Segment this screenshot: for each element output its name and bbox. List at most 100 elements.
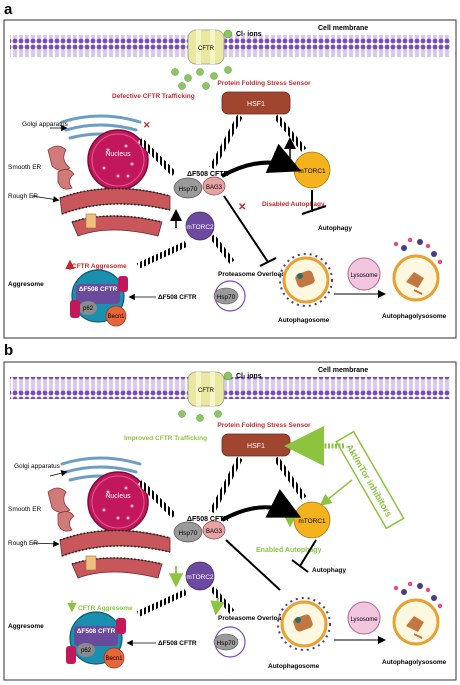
panel-a: a Cell membrane CFTR Cl- ions Defective … [3, 1, 457, 339]
bag3-to-mtorc1-arrow-b [221, 488, 302, 522]
proteasome-b: Hsp70 [213, 626, 246, 658]
cftr-channel-a: CFTR [187, 29, 225, 65]
inhibitors-box: Akt/mTor inhibitors [335, 430, 405, 530]
autophagolysosome-label-a: Autophagolysosome [382, 313, 447, 320]
hatch-arrow-hsf1-hsp70-a [209, 114, 243, 170]
autophagolysosome-b [392, 598, 440, 646]
golgi-label-b: Golgi apparatus [14, 463, 61, 470]
smooth-er-label-a: Smooth ER [8, 164, 42, 171]
bag3-label-a: BAG3 [206, 185, 223, 191]
autophagolysosome-a [392, 254, 440, 302]
disabled-autophagy-label: Disabled Autophagy [262, 201, 325, 208]
lysosome-a: Lysosome [347, 257, 381, 291]
hsp70-bag3-a: Hsp70 BAG3 [173, 176, 226, 199]
lysosome-b: Lysosome [347, 601, 381, 635]
hsp70-label-b: Hsp70 [179, 530, 198, 537]
cl-ions-label-a: Cl- ions [236, 31, 262, 38]
hatch-arrow-hsf1-mtorc1-b [273, 456, 307, 500]
autophagosome-a [279, 253, 333, 307]
cl-ions-label-b: Cl- ions [236, 373, 262, 380]
autophagosome-b [277, 597, 331, 651]
trafficking-x-a: ✕ [143, 120, 151, 130]
cell-membrane-label-b: Cell membrane [318, 367, 368, 374]
hatch-arrow-aggresome-b [136, 589, 188, 617]
hsf1-label-a: HSF1 [247, 101, 265, 108]
cftr-channel-b: CFTR [187, 371, 225, 407]
df508-low-label-b: ΔF508 CFTR [158, 640, 197, 647]
cftr-aggresome-label-b: CFTR Aggresome [78, 605, 133, 612]
inhibitors-to-mtorc1 [319, 479, 353, 506]
autophagosome-label-a: Autophagosome [278, 317, 330, 324]
nucleus-a: Nucleus [87, 129, 149, 191]
proteasome-overload-label-b: Proteasome Overload [218, 615, 285, 622]
autophagosome-label-b: Autophagosome [268, 663, 320, 670]
nucleus-b: Nucleus [87, 471, 149, 533]
free-dots-b [401, 583, 437, 601]
aggresome-b: ΔF508 CFTR p62 Becn1 [66, 611, 126, 669]
free-vesicles-a [393, 237, 443, 265]
cftr-aggresome-label-a: CFTR Aggresome [72, 263, 127, 270]
hatch-arrow-proteasome-b [209, 586, 235, 614]
autophagolysosome-label-b: Autophagolysosome [382, 659, 447, 666]
mtorc2-a: mTORC2 [185, 211, 215, 241]
bag3-label-b: BAG3 [206, 529, 223, 535]
cell-membrane-label-a: Cell membrane [318, 25, 368, 32]
smooth-er-a [47, 145, 75, 190]
autophagy-inhibit-b [291, 539, 317, 573]
disabled-x-mark: ✕ [238, 202, 246, 213]
becn1-label-b: Becn1 [105, 656, 123, 662]
bag3-to-mtorc1-arrow-a [221, 143, 302, 178]
hsf1-a: HSF1 [221, 91, 291, 115]
rough-er-pointer-a [31, 195, 60, 203]
df508-label-b: ΔF508 CFTR [187, 516, 229, 523]
mtorc2-b: mTORC2 [185, 561, 215, 591]
hatch-arrow-hsf1-hsp70-b [209, 456, 243, 514]
smooth-er-label-b: Smooth ER [8, 506, 42, 513]
hatch-arrow-golgi-b [137, 479, 177, 519]
folding-sensor-label-a: Protein Folding Stress Sensor [217, 80, 311, 87]
aggresome-a: ΔF508 CFTR p62 Becn1 [70, 269, 128, 327]
mtorc1-label-a: mTORC1 [298, 168, 326, 175]
free-dots-a [401, 239, 437, 257]
hatch-arrow-golgi-a [137, 137, 177, 177]
golgi-pointer-b [49, 470, 68, 477]
hsp70-low-label-a: Hsp70 [217, 294, 236, 301]
panel-b: b Cell membrane CFTR Cl- ions Improved C… [3, 342, 457, 681]
panel-b-frame [3, 361, 457, 681]
p62-label-b: p62 [81, 648, 92, 654]
smooth-er-b [47, 487, 75, 532]
panel-b-letter: b [4, 342, 13, 359]
p62-label-a: p62 [83, 306, 94, 312]
panel-a-frame [3, 19, 457, 339]
autophagy-label-a: Autophagy [318, 225, 352, 232]
agg-df508-label-a: ΔF508 CFTR [79, 286, 118, 293]
free-vesicles-b [393, 581, 443, 609]
mtorc1-b: mTORC1 [293, 501, 331, 539]
cftr-label-a: CFTR [198, 46, 215, 52]
aggresome-label-b: Aggresome [8, 623, 44, 630]
aggresome-label-a: Aggresome [8, 281, 44, 288]
folding-sensor-label-b: Protein Folding Stress Sensor [217, 422, 311, 429]
mtorc2-label-b: mTORC2 [186, 574, 214, 581]
autophagy-label-b: Autophagy [312, 567, 346, 574]
cell-membrane-b [10, 377, 450, 399]
lysosome-label-b: Lysosome [350, 617, 378, 623]
hsf1-label-b: HSF1 [247, 443, 265, 450]
defective-trafficking-label: Defective CFTR Trafficking [112, 93, 195, 100]
cftr-label-b: CFTR [198, 388, 215, 394]
hsp70-bag3-b: Hsp70 BAG3 [173, 520, 226, 543]
panel-a-letter: a [4, 1, 13, 18]
hsp70-label-a: Hsp70 [179, 186, 198, 193]
cell-membrane-a [10, 35, 450, 57]
autophagy-inhibit-a [301, 190, 327, 215]
golgi-label-a: Golgi apparatus [22, 121, 69, 128]
rough-er-pointer-b [31, 540, 60, 548]
proteasome-a: Hsp70 [213, 280, 246, 312]
enabled-autophagy-label: Enabled Autophagy [256, 547, 322, 554]
mtorc1-a: mTORC1 [293, 151, 331, 189]
mtorc1-label-b: mTORC1 [298, 518, 326, 525]
hatch-arrow-aggresome-a [136, 241, 188, 269]
mtorc2-label-a: mTORC2 [186, 224, 214, 231]
cl-ions-a [171, 29, 233, 90]
